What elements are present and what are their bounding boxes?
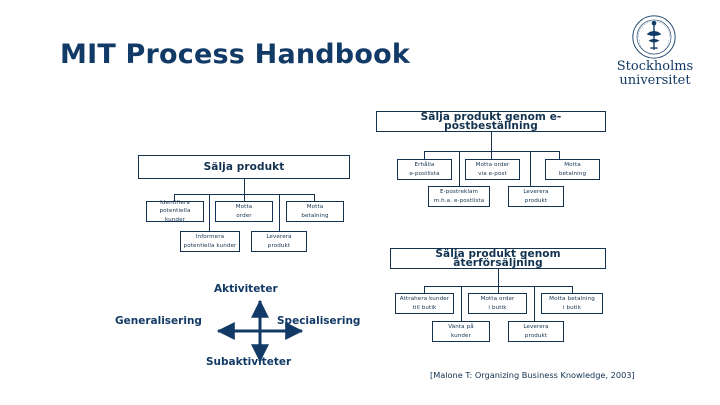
email-subtask-1-line1: E-postreklam [439,189,479,195]
email-task-2[interactable]: Motta order via e-post [465,159,520,180]
retail-subtask-1-line2: kunder [450,332,472,339]
retail-task-3-line2: i butik [562,304,582,311]
retail-connector-sub-1 [461,286,462,321]
generic-subtask-1-line2: potentiella kunder [183,242,237,249]
generic-subtask-2-line1: Leverera [266,234,292,240]
email-connector-1 [424,151,425,159]
generic-task-3-line2: betalning [301,212,329,219]
email-connector-3 [559,151,560,159]
retail-task-1[interactable]: Attrahera kunder till butik [395,293,454,314]
email-subtask-1-line2: m.h.a. e-postlista [433,197,485,204]
generic-task-2-line2: order [236,212,252,219]
email-subtask-2[interactable]: Leverera produkt [508,186,564,207]
generic-task-1[interactable]: Identifiera potentiella kunder [146,199,204,223]
generic-task-2-line1: Motta [235,204,253,210]
email-subtask-2-line1: Leverera [523,189,549,195]
generic-task-3[interactable]: Motta betalning [286,201,344,222]
generic-subtask-1[interactable]: Informera potentiella kunder [180,231,240,252]
generic-subtask-1-line1: Informera [195,234,225,240]
stockholm-university-logo: Stockholms universitet [607,14,703,94]
page-title: MIT Process Handbook [60,39,410,70]
cross-arrows-icon [216,299,304,363]
retail-root-box[interactable]: Sälja produkt genom återförsäljning [390,248,606,269]
retail-task-2-line2: i butik [488,304,507,311]
retail-subtask-2-line2: produkt [524,332,548,339]
email-task-3[interactable]: Motta betalning [545,159,600,180]
retail-connector-stem [498,269,499,286]
generic-connector-3 [314,194,315,201]
generic-root-box[interactable]: Sälja produkt [138,155,350,179]
email-task-3-line2: betalning [558,170,587,177]
generic-subtask-2[interactable]: Leverera produkt [251,231,307,252]
generic-connector-sub-1 [209,194,210,231]
email-task-1[interactable]: Erhålla e-postlista [397,159,452,180]
email-task-1-line2: e-postlista [409,170,440,177]
retail-subtask-1-line1: Vänta på [448,324,474,330]
retail-subtask-2-line1: Leverera [523,324,549,330]
email-connector-stem [491,132,492,151]
retail-connector-sub-2 [534,286,535,321]
email-subtask-2-line2: produkt [524,197,548,204]
email-connector-sub-1 [459,151,460,186]
retail-connector-2 [498,286,499,293]
generic-connector-2 [244,194,245,201]
generic-task-1-line2: potentiella kunder [159,208,191,223]
email-subtask-1[interactable]: E-postreklam m.h.a. e-postlista [428,186,490,207]
source-citation: [Malone T: Organizing Business Knowledge… [430,370,635,380]
email-connector-sub-2 [530,151,531,186]
generic-task-2[interactable]: Motta order [215,201,273,222]
generic-subtask-2-line2: produkt [267,242,291,249]
logo-line-1: Stockholms [616,59,694,74]
generic-task-1-line1: Identifiera [160,199,190,206]
email-root-box[interactable]: Sälja produkt genom e-postbeställning [376,111,606,132]
email-connector-2 [491,151,492,159]
retail-subtask-1[interactable]: Vänta på kunder [432,321,490,342]
retail-task-1-line2: till butik [412,304,437,311]
generic-connector-1 [174,194,175,201]
retail-connector-1 [424,286,425,293]
retail-connector-3 [572,286,573,293]
email-task-3-line1: Motta [564,162,581,168]
retail-task-1-line1: Attrahera kunder [399,296,450,302]
generic-connector-sub-2 [279,194,280,231]
email-task-2-line1: Motta order [475,162,510,168]
retail-task-3-line1: Motta betalning [549,296,595,302]
university-seal-icon [632,15,676,59]
email-task-2-line2: via e-post [478,170,507,177]
cross-label-left: Generalisering [115,315,202,327]
retail-task-2-line1: Motta order [480,296,515,302]
logo-wordmark: Stockholms universitet [607,60,703,88]
generic-task-3-line1: Motta [306,204,324,210]
logo-line-2: universitet [619,73,691,88]
cross-label-down: Subaktiviteter [206,356,292,368]
cross-label-up: Aktiviteter [214,283,278,295]
email-task-1-line1: Erhålla [414,162,435,168]
retail-subtask-2[interactable]: Leverera produkt [508,321,564,342]
retail-task-2[interactable]: Motta order i butik [468,293,527,314]
retail-task-3[interactable]: Motta betalning i butik [541,293,603,314]
cross-label-right: Specialisering [277,315,361,327]
generic-connector-stem [244,179,245,194]
